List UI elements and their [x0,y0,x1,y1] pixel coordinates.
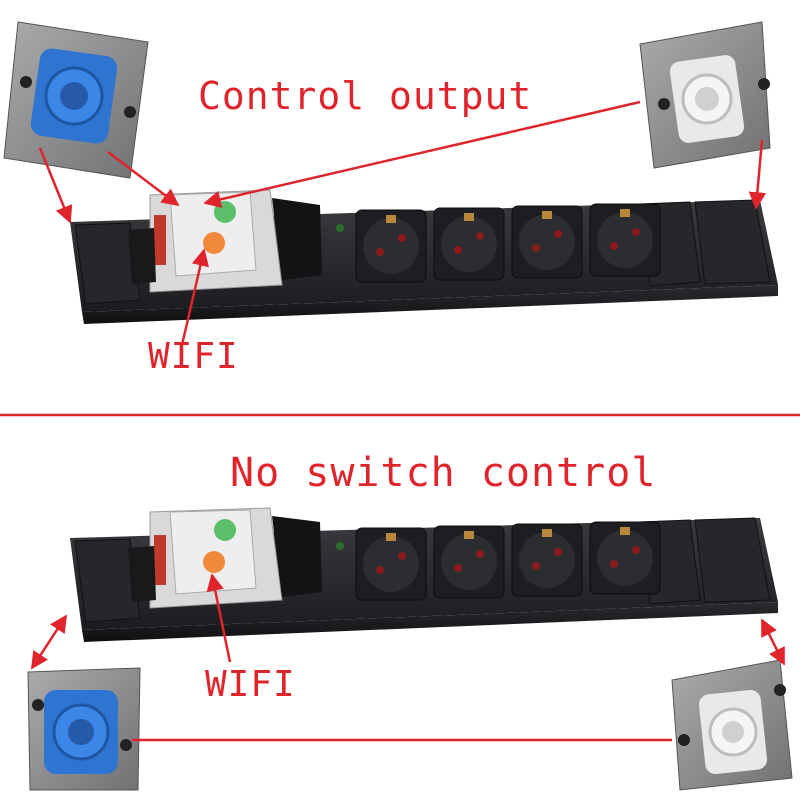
screw-icon [124,106,136,118]
socket [511,523,583,597]
socket [355,527,427,601]
breaker-green-button [214,519,236,541]
socket-row-bottom [355,521,661,601]
socket [355,209,427,283]
breaker-brand-stripe [154,215,166,265]
screw-icon [120,739,132,751]
wifi-breaker-top [128,189,322,293]
white-connector-panel-bottom [671,659,793,791]
screw-icon [774,684,786,696]
screw-icon [678,734,690,746]
screw-icon [758,78,770,90]
screw-icon [658,98,670,110]
annotation-arrows-top [38,100,767,346]
breaker-orange-button [203,551,225,573]
indicator-light-top [336,224,344,232]
indicator-light-bottom [336,542,344,550]
wifi-label-top: WIFI [148,336,239,377]
blue-connector-panel-top [3,21,149,179]
annotation-arrows-bottom [30,573,786,742]
screw-icon [32,699,44,711]
no-switch-control-label: No switch control [230,450,657,496]
socket [433,207,505,281]
breaker-orange-button [203,232,225,254]
socket [589,521,661,595]
screw-icon [20,76,32,88]
socket [589,203,661,277]
breaker-brand-stripe [154,535,166,585]
socket [511,205,583,279]
wifi-label-bottom: WIFI [205,664,296,705]
socket [433,525,505,599]
control-output-label: Control output [198,74,533,118]
blue-connector-panel-bottom [27,667,141,791]
white-connector-panel-top [639,21,771,169]
wifi-breaker-bottom [128,507,322,609]
socket-row-top [355,203,661,283]
breaker-green-button [214,201,236,223]
